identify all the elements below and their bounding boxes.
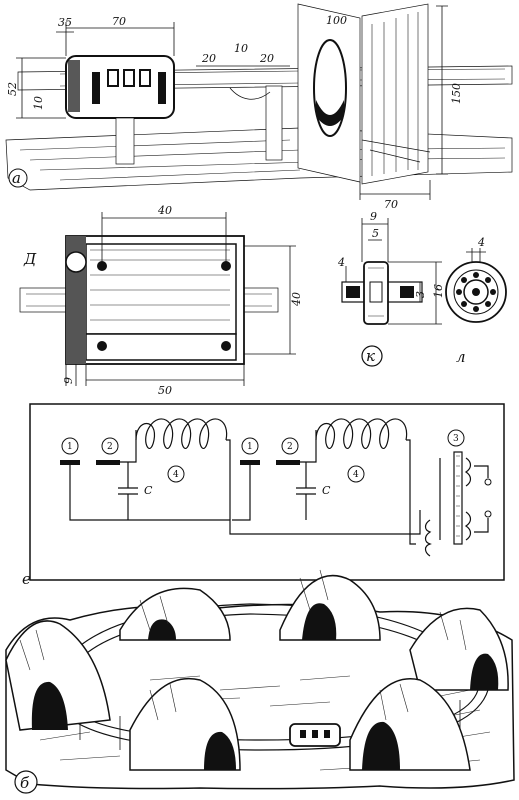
panel-d-letter: Д bbox=[23, 250, 37, 268]
support-post-2 bbox=[265, 85, 283, 161]
dim-52: 52 bbox=[6, 82, 19, 96]
capacitor-right bbox=[296, 462, 316, 520]
dim-70: 70 bbox=[112, 15, 126, 28]
panel-b-letter: б bbox=[20, 774, 30, 792]
dim-10: 10 bbox=[234, 42, 248, 55]
panel-k-letter: к bbox=[366, 347, 375, 365]
coil-right bbox=[300, 418, 411, 510]
panel-b-layout: б bbox=[5, 569, 515, 794]
hill-tunnels bbox=[5, 569, 509, 771]
callout-3: 3 bbox=[453, 434, 459, 444]
panel-d-top-view: 40 40 50 9 Д bbox=[19, 204, 303, 397]
panel-k-wheel-detail: 9 5 4 3 16 к bbox=[337, 210, 445, 367]
coil-left bbox=[120, 418, 231, 520]
callout-1-right: 1 bbox=[247, 442, 253, 452]
callout-2-left: 2 bbox=[107, 442, 113, 452]
callout-1-left: 1 bbox=[67, 442, 73, 452]
contact-2-left bbox=[96, 460, 120, 465]
panel-d-dimensions: 40 40 50 9 bbox=[62, 204, 303, 397]
panel-a-letter: а bbox=[12, 169, 21, 187]
panel-k-dimensions: 9 5 4 3 16 bbox=[337, 210, 445, 325]
schematic-frame bbox=[29, 403, 505, 581]
panel-l-letter: л bbox=[456, 348, 466, 366]
panel-a-dimensions: 35 70 52 10 20 10 20 100 150 70 bbox=[6, 5, 463, 211]
panel-a-side-view: 35 70 52 10 20 10 20 100 150 70 а bbox=[5, 3, 513, 211]
contact-1-right bbox=[240, 460, 260, 465]
callout-markers: 1 2 4 1 2 4 3 bbox=[61, 429, 465, 483]
dim-50: 50 bbox=[158, 384, 172, 397]
dim-3-k: 3 bbox=[414, 291, 427, 298]
layout-car bbox=[289, 723, 341, 747]
capacitor-label-left: С bbox=[144, 484, 153, 497]
panel-e-letter: е bbox=[22, 570, 31, 588]
dim-20-a: 20 bbox=[201, 52, 216, 65]
dim-40-right: 40 bbox=[290, 292, 303, 307]
panel-e-schematic: С С 1 2 4 1 2 4 bbox=[22, 403, 505, 588]
transformer bbox=[424, 451, 492, 557]
contact-2-right bbox=[276, 460, 300, 465]
dim-5-k: 5 bbox=[372, 227, 379, 240]
dim-35: 35 bbox=[58, 16, 72, 29]
dim-10-vertical: 10 bbox=[32, 96, 45, 110]
car-body bbox=[65, 55, 175, 119]
dim-20-b: 20 bbox=[259, 52, 274, 65]
callout-2-right: 2 bbox=[287, 442, 293, 452]
dim-4-k: 4 bbox=[337, 256, 345, 269]
dim-40-top: 40 bbox=[157, 204, 172, 217]
bearing-balls bbox=[456, 272, 496, 312]
callout-4-left: 4 bbox=[173, 470, 179, 480]
capacitor-left bbox=[118, 462, 138, 520]
dim-4-l: 4 bbox=[477, 236, 485, 249]
dim-70-b: 70 bbox=[384, 198, 398, 211]
callout-4-right: 4 bbox=[353, 470, 359, 480]
tunnel-frame-back bbox=[361, 3, 429, 185]
contact-1-left bbox=[60, 460, 80, 465]
dim-100: 100 bbox=[326, 14, 347, 27]
dim-9-k: 9 bbox=[370, 210, 377, 223]
capacitor-label-right: С bbox=[322, 484, 331, 497]
panel-l-bearing: 4 л bbox=[445, 236, 507, 366]
dim-150: 150 bbox=[450, 83, 463, 104]
dim-9: 9 bbox=[62, 377, 75, 384]
support-post-1 bbox=[115, 117, 135, 165]
dim-16-k: 16 bbox=[432, 284, 445, 298]
car-windows bbox=[92, 69, 166, 104]
